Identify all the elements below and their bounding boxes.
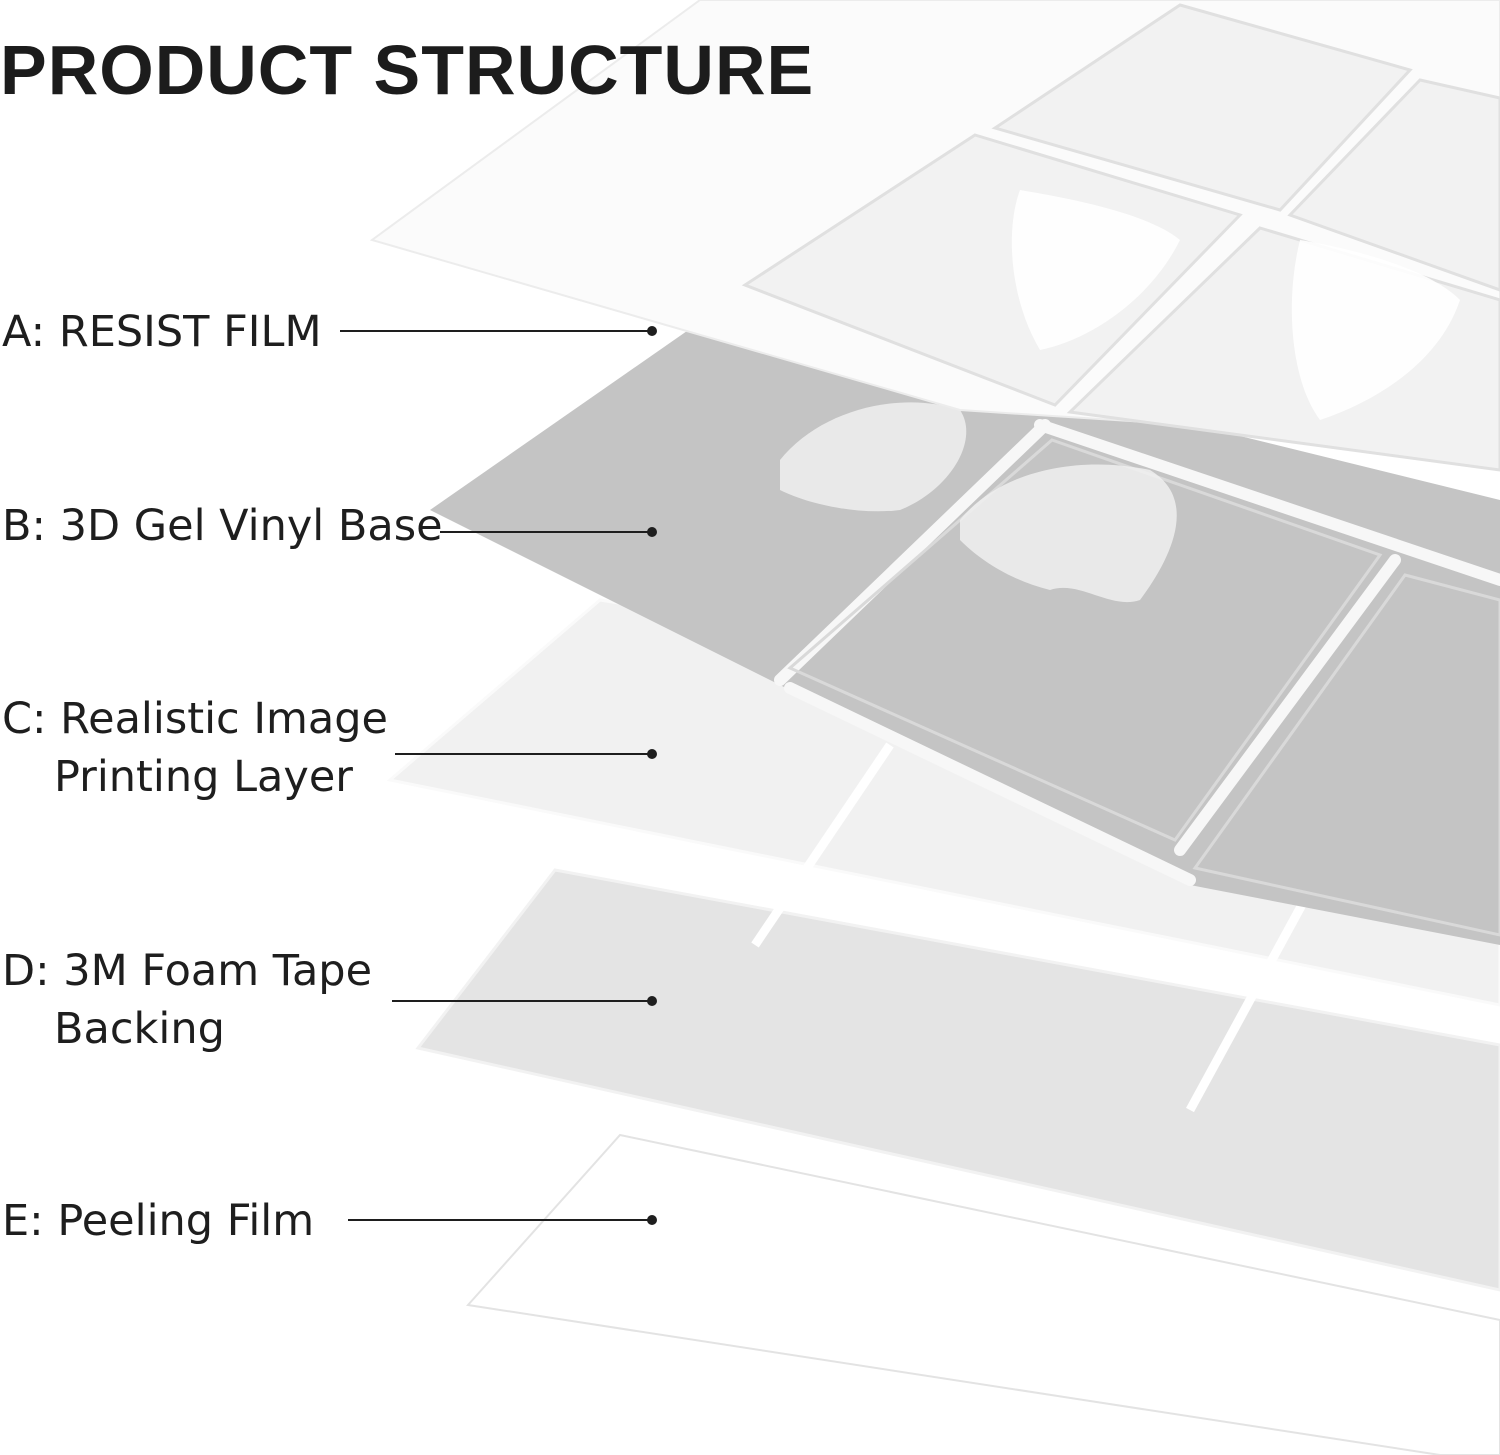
leader-dot-printing-layer: [647, 749, 657, 759]
page-title: PRODUCT STRUCTURE: [0, 31, 815, 109]
leader-dot-gel-vinyl-base: [647, 527, 657, 537]
label-foam-tape-line1: D: 3M Foam Tape: [2, 946, 373, 996]
label-printing-layer: C: Realistic Image Printing Layer: [2, 690, 388, 806]
leader-line-printing-layer: [395, 749, 657, 759]
gel-vinyl-grout-lines: [774, 419, 1500, 886]
leader-line-resist-film: [340, 326, 657, 336]
leader-line-foam-tape: [392, 996, 657, 1006]
leader-line-gel-vinyl-base: [440, 527, 657, 537]
leader-dot-foam-tape: [647, 996, 657, 1006]
label-printing-layer-line2: Printing Layer: [54, 752, 353, 802]
peeling-film-sheet: [466, 1133, 1500, 1455]
leader-dot-resist-film: [647, 326, 657, 336]
label-gel-vinyl-base: B: 3D Gel Vinyl Base: [2, 501, 443, 551]
printing-layer-tiles: [751, 742, 1314, 1113]
foam-tape-sheet: [415, 868, 1500, 1292]
label-resist-film: A: RESIST FILM: [2, 307, 322, 357]
resist-film-shine: [1011, 190, 1460, 420]
leader-line-peeling-film: [348, 1215, 657, 1225]
label-peeling-film: E: Peeling Film: [2, 1196, 315, 1246]
gel-vinyl-tile-edges: [787, 438, 1500, 937]
label-foam-tape: D: 3M Foam Tape Backing: [2, 942, 372, 1058]
label-printing-layer-line1: C: Realistic Image: [2, 694, 389, 744]
leader-dot-peeling-film: [647, 1215, 657, 1225]
gel-vinyl-highlights: [780, 402, 1177, 603]
resist-film-tiles: [741, 3, 1500, 472]
label-foam-tape-line2: Backing: [54, 1004, 225, 1054]
